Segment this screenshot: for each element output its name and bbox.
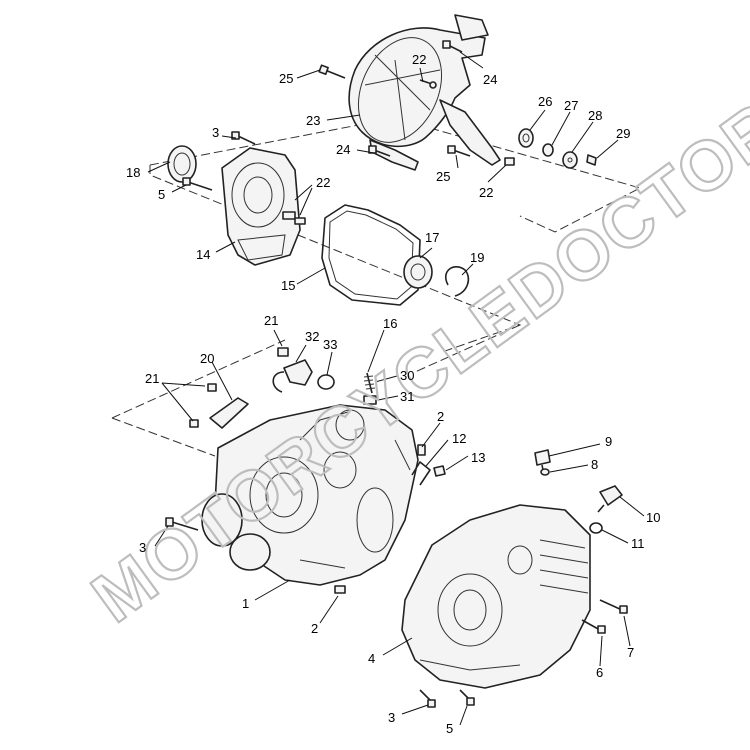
- callout-17: 17: [425, 230, 439, 245]
- callout-labels: 25 22 24 23 26 27 28 29 24 25 22 3 18 5 …: [126, 52, 660, 736]
- bolt-24-top[interactable]: [442, 40, 463, 53]
- callout-23: 23: [306, 113, 320, 128]
- callout-21: 21: [264, 313, 278, 328]
- clip-12[interactable]: [411, 461, 431, 486]
- callout-3: 3: [139, 540, 146, 555]
- bolt-7[interactable]: [599, 599, 628, 614]
- callout-25: 25: [279, 71, 293, 86]
- bracket-20[interactable]: [209, 397, 249, 429]
- callout-33: 33: [323, 337, 337, 352]
- oil-seal-18[interactable]: [167, 145, 197, 183]
- bolt-21-left[interactable]: [189, 383, 217, 428]
- bolt-21-top[interactable]: [277, 347, 289, 357]
- sensor-32[interactable]: [272, 359, 313, 393]
- right-crankcase-4[interactable]: [401, 504, 591, 689]
- callout-2: 2: [311, 621, 318, 636]
- o-ring-11[interactable]: [589, 522, 603, 534]
- bearing-17[interactable]: [403, 255, 433, 289]
- bolt-5-cover[interactable]: [182, 177, 213, 191]
- callout-12: 12: [452, 431, 466, 446]
- callout-21: 21: [145, 371, 159, 386]
- left-crankcase-1[interactable]: [201, 404, 419, 586]
- callout-20: 20: [200, 351, 214, 366]
- callout-22: 22: [316, 175, 330, 190]
- callout-24: 24: [483, 72, 497, 87]
- bolt-25-lower[interactable]: [447, 145, 471, 157]
- washer-28[interactable]: [562, 151, 578, 169]
- callout-2: 2: [437, 409, 444, 424]
- callout-28: 28: [588, 108, 602, 123]
- nut-29[interactable]: [586, 154, 597, 166]
- callout-29: 29: [616, 126, 630, 141]
- crankcase-cover-14[interactable]: [221, 147, 301, 266]
- callout-31: 31: [400, 389, 414, 404]
- bolt-25-top[interactable]: [318, 64, 346, 79]
- o-ring-33[interactable]: [317, 374, 335, 390]
- spring-30[interactable]: [363, 372, 376, 394]
- callout-16: 16: [383, 316, 397, 331]
- washer-8[interactable]: [540, 468, 550, 476]
- circlip-19[interactable]: [445, 266, 470, 297]
- pin-22-top[interactable]: [419, 79, 437, 89]
- callout-22: 22: [412, 52, 426, 67]
- assembly-outline-upper: [149, 117, 642, 353]
- callout-8: 8: [591, 457, 598, 472]
- callout-14: 14: [196, 247, 210, 262]
- callout-6: 6: [596, 665, 603, 680]
- callout-5: 5: [158, 187, 165, 202]
- dowel-2-left[interactable]: [334, 585, 346, 594]
- callout-15: 15: [281, 278, 295, 293]
- dowel-2-right[interactable]: [417, 444, 426, 456]
- bolt-5-bottom[interactable]: [459, 689, 475, 706]
- callout-4: 4: [368, 651, 375, 666]
- plunger-31[interactable]: [363, 395, 377, 405]
- bolt-9[interactable]: [534, 449, 551, 476]
- assembly-outline-lower: [111, 324, 521, 457]
- callout-9: 9: [605, 434, 612, 449]
- bolt-6[interactable]: [581, 619, 606, 634]
- callout-22: 22: [479, 185, 493, 200]
- callout-25: 25: [436, 169, 450, 184]
- callout-27: 27: [564, 98, 578, 113]
- callout-32: 32: [305, 329, 319, 344]
- callout-5: 5: [446, 721, 453, 736]
- pin-22-right[interactable]: [504, 157, 515, 166]
- callout-1: 1: [242, 596, 249, 611]
- leader-lines: [147, 51, 645, 726]
- bearing-26[interactable]: [518, 128, 534, 148]
- callout-26: 26: [538, 94, 552, 109]
- callout-3: 3: [388, 710, 395, 725]
- gasket-15[interactable]: [321, 204, 421, 306]
- callout-7: 7: [627, 645, 634, 660]
- callout-18: 18: [126, 165, 140, 180]
- bolt-3-left[interactable]: [165, 517, 199, 531]
- callout-11: 11: [631, 536, 645, 551]
- callout-19: 19: [470, 250, 484, 265]
- washer-27[interactable]: [542, 143, 554, 157]
- stator-cover[interactable]: [342, 14, 501, 171]
- callout-30: 30: [400, 368, 414, 383]
- dowel-pins-22[interactable]: [282, 211, 306, 225]
- bolt-3-cover[interactable]: [231, 131, 256, 145]
- callout-3: 3: [212, 125, 219, 140]
- bolt-13[interactable]: [433, 465, 446, 477]
- callout-10: 10: [646, 510, 660, 525]
- bolt-3-bottom[interactable]: [419, 689, 436, 708]
- callout-13: 13: [471, 450, 485, 465]
- oil-filler-cap-10[interactable]: [597, 485, 623, 513]
- callout-24: 24: [336, 142, 350, 157]
